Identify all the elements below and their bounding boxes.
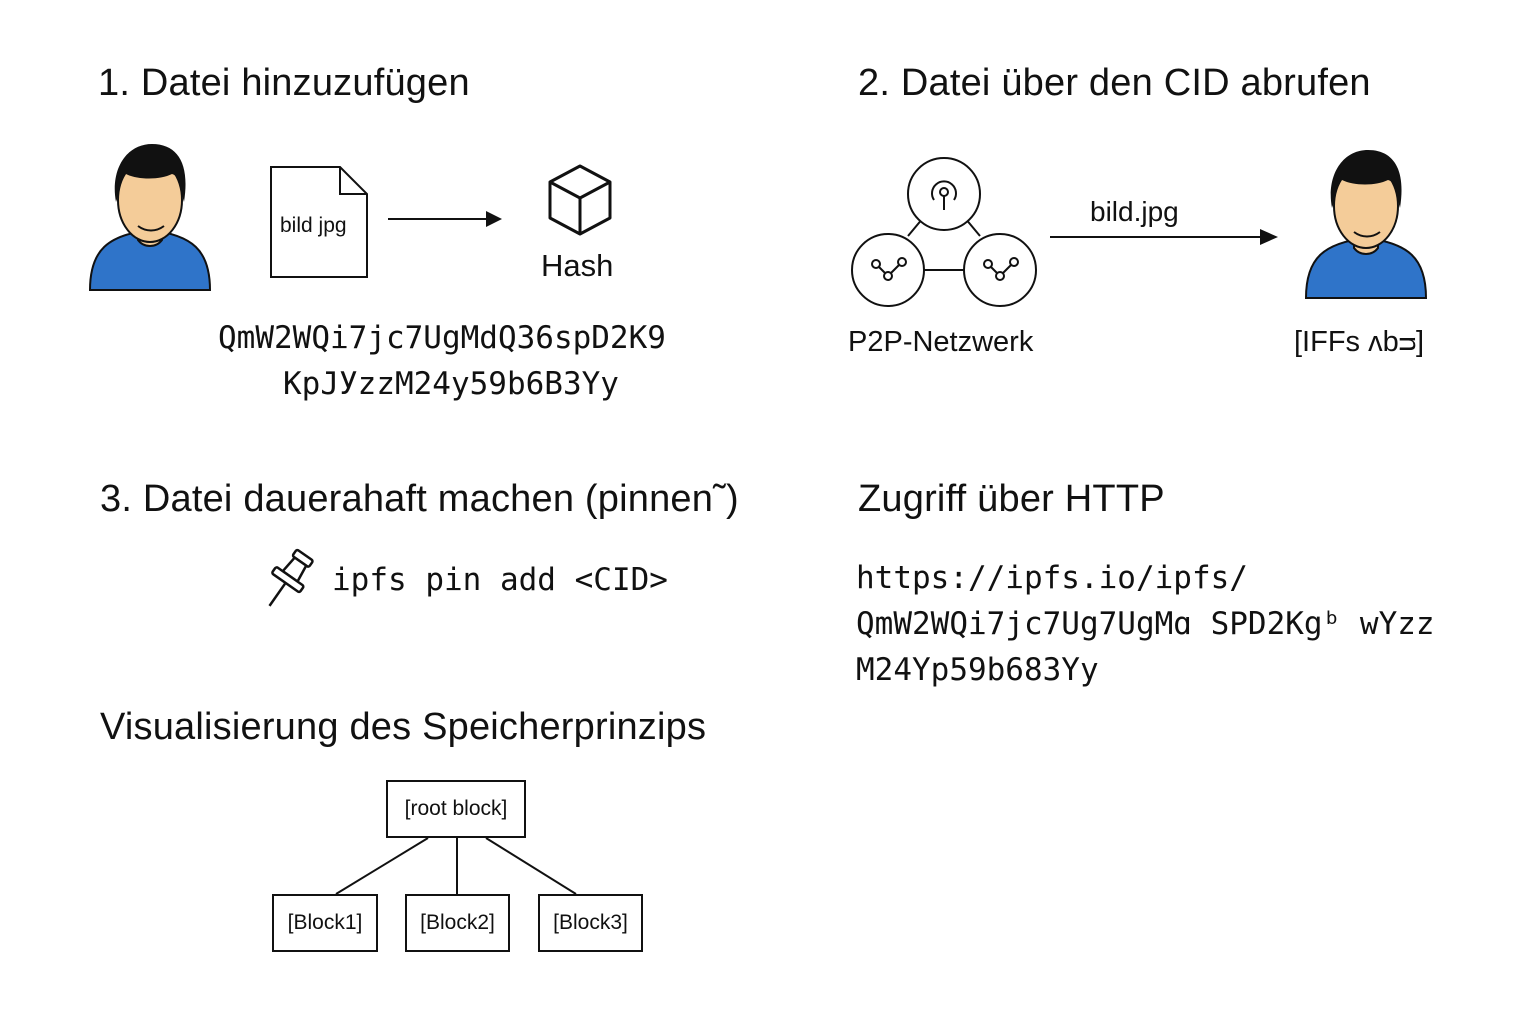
hash-label: Hash xyxy=(541,248,614,283)
arrow-icon xyxy=(388,211,502,227)
step3-title: 3. Datei dauerahaft machen (pinnen˜) xyxy=(100,478,739,520)
network-node-icon xyxy=(963,233,1037,307)
network-label: P2P-Netzwerk xyxy=(848,326,1034,358)
block-3: [Block3] xyxy=(538,894,643,952)
cube-icon xyxy=(548,164,612,236)
pin-command: ipfs pin add <CID> xyxy=(332,562,668,598)
arrow-icon xyxy=(1050,229,1278,245)
block-1: [Block1] xyxy=(272,894,378,952)
http-url-line-1[interactable]: https://ipfs.io/ipfs/ xyxy=(856,560,1248,596)
pushpin-icon xyxy=(268,548,314,607)
tree-title: Visualisierung des Speicherprinzips xyxy=(100,706,707,748)
user-icon xyxy=(1304,150,1428,299)
block-2: [Block2] xyxy=(405,894,510,952)
file-icon xyxy=(270,166,368,278)
arrow-file-label: bild.jpg xyxy=(1090,196,1179,227)
http-url-line-3[interactable]: M24Yp59b683Yy xyxy=(856,652,1099,688)
http-url-line-2[interactable]: QmW2WQi7jc7Ug7UgMɑ SPD2Kgᵇ wYzz xyxy=(856,606,1435,642)
root-block: [root block] xyxy=(386,780,526,838)
network-node-icon xyxy=(851,233,925,307)
cid-line-2: KpJУzzM24y59b6B3Yy xyxy=(283,366,619,402)
network-node-icon xyxy=(907,157,981,231)
p2p-network-diagram xyxy=(851,157,1037,307)
step1-title: 1. Datei hinzuzufügen xyxy=(98,62,470,104)
http-title: Zugriff über HTTP xyxy=(858,478,1165,520)
file-label: bild jpg xyxy=(280,214,347,237)
step2-title: 2. Datei über den CID abrufen xyxy=(858,62,1371,104)
cid-line-1: QmW2WQi7jc7UgMdQ36spD2K9 xyxy=(218,320,666,356)
user-icon xyxy=(88,144,212,291)
user-label: [IFFs ʌbᴝ] xyxy=(1294,326,1425,358)
